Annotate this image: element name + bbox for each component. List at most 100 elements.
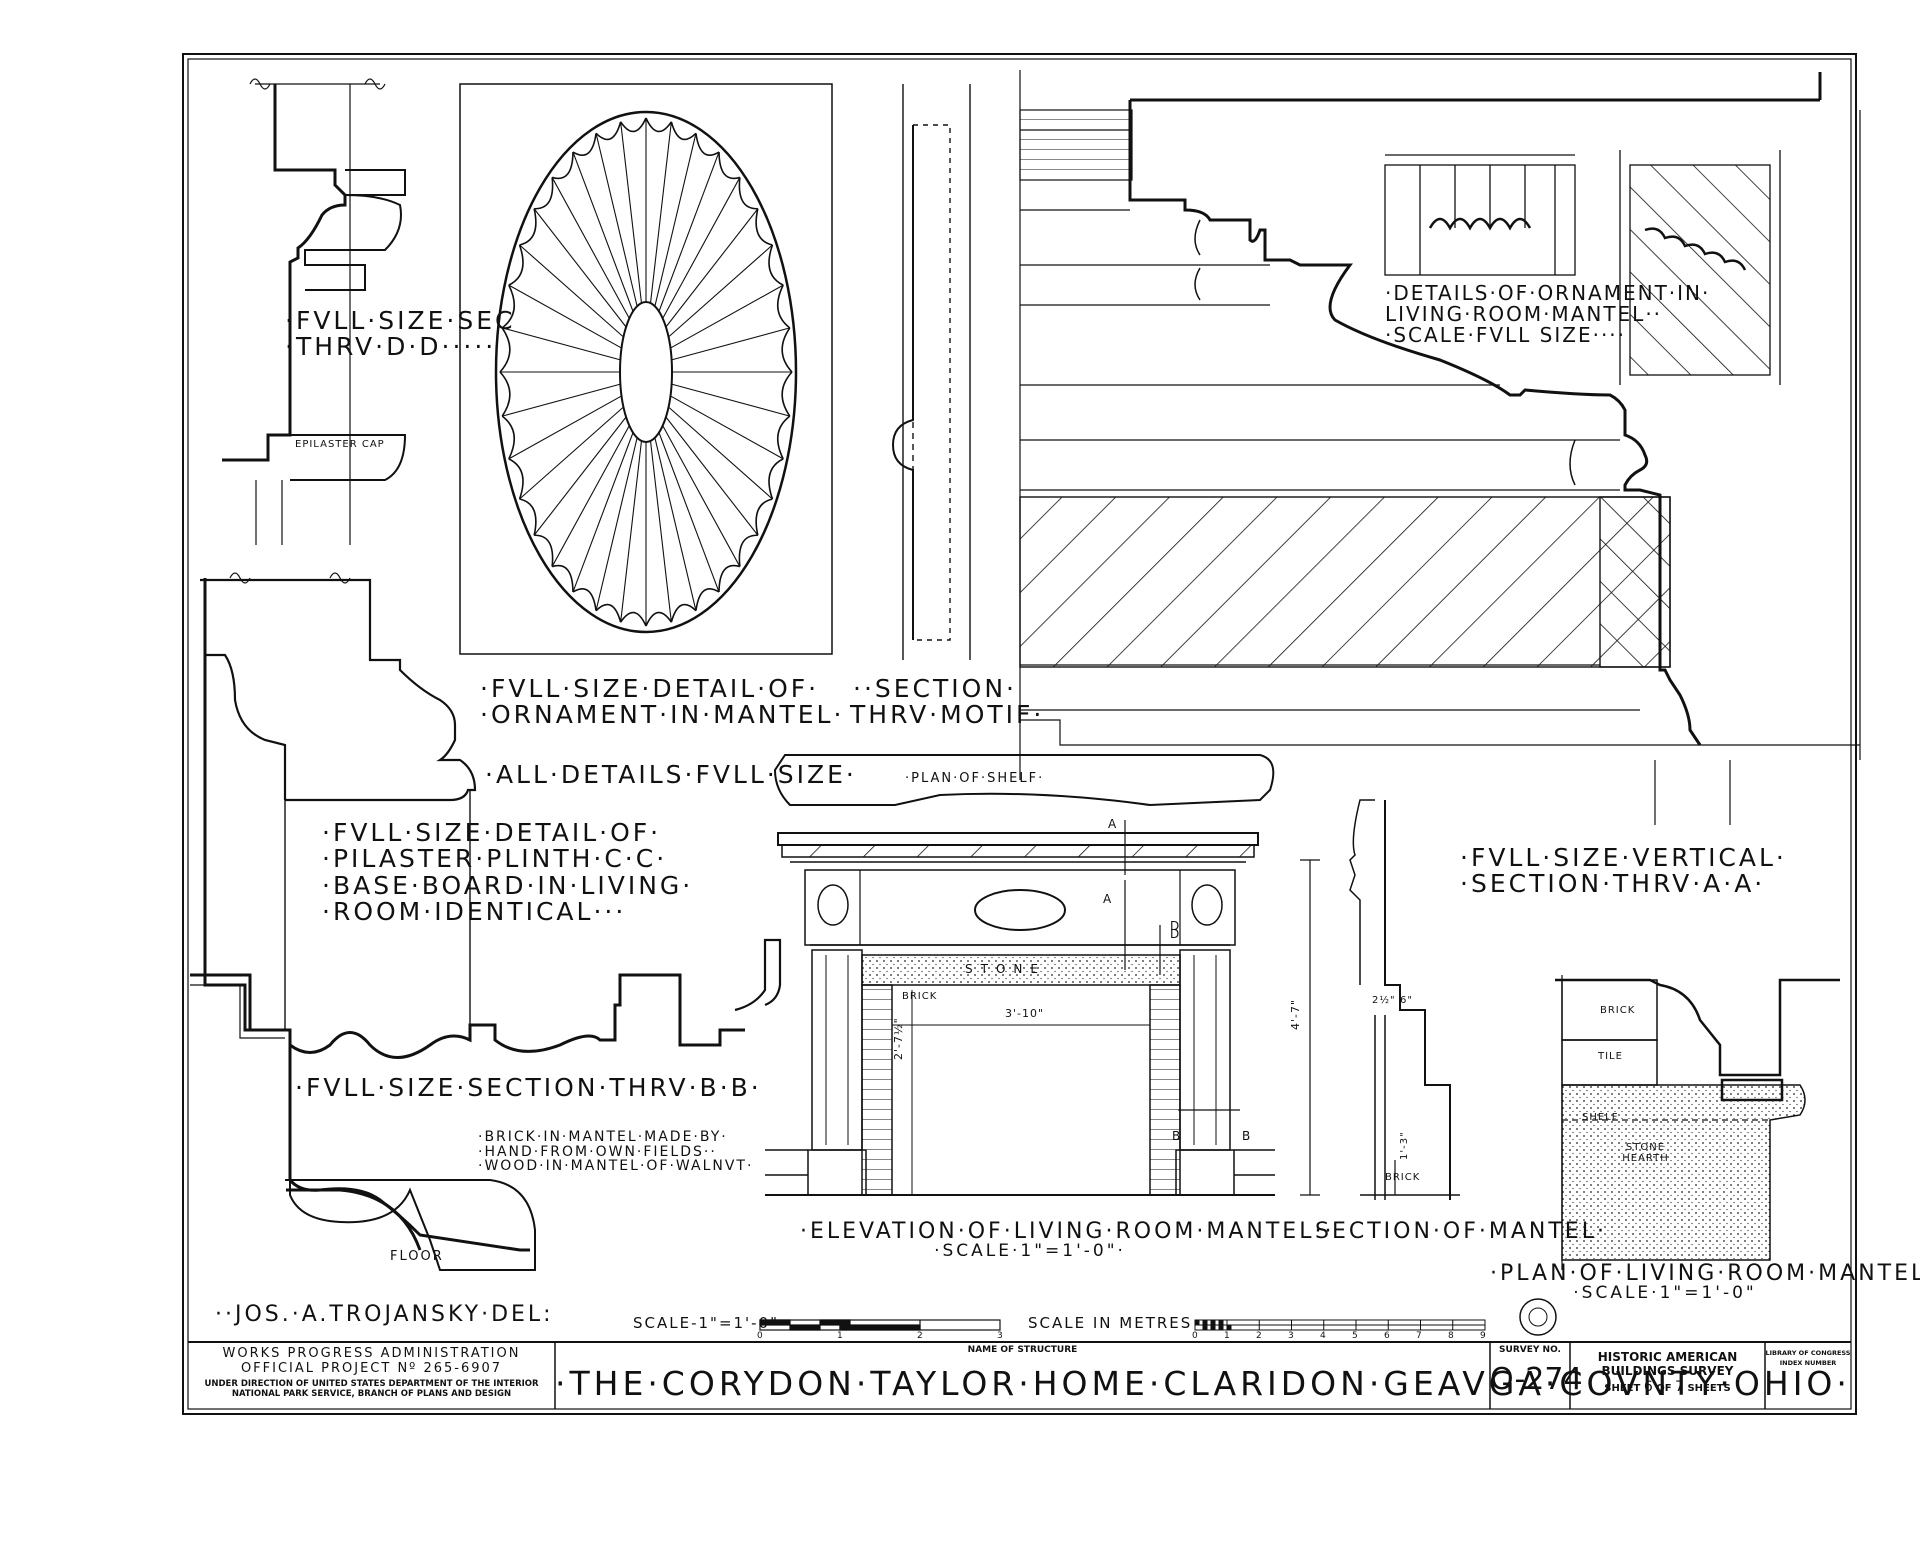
- tb-habs-line: BUILDINGS SURVEY: [1601, 1364, 1734, 1379]
- fan-ray: [595, 437, 638, 611]
- fan-ray: [519, 406, 624, 500]
- label-line: ·WOOD·IN·MANTEL·OF·WALNVT·: [478, 1158, 754, 1175]
- tb-agency-line: WORKS PROGRESS ADMINISTRATION: [222, 1346, 521, 1361]
- fan-ray: [620, 440, 643, 623]
- scale-tick-label: 0: [757, 1331, 764, 1341]
- tb-sheet-total: 7: [1675, 1378, 1684, 1395]
- tb-sheet-prefix: SHEET: [1604, 1382, 1641, 1394]
- metre-bar-fine-cell: [1218, 1319, 1224, 1326]
- label-depth-b: 6": [1400, 995, 1413, 1006]
- label-line: HEARTH: [1622, 1152, 1669, 1164]
- label-plan-shelf: SHELF: [1582, 1112, 1619, 1123]
- tb-sheet-of: OF: [1656, 1382, 1672, 1394]
- vertical-section-aa: [1019, 70, 1860, 746]
- scale-tick-label: 1: [1224, 1331, 1231, 1341]
- tb-agency-line: UNDER DIRECTION OF UNITED STATES DEPARTM…: [204, 1379, 539, 1389]
- fan-ray: [620, 121, 643, 304]
- label-ornament-detail: ·FVLL·SIZE·DETAIL·OF· ·ORNAMENT·IN·MANTE…: [480, 675, 845, 730]
- scale-tick-label: 9: [1480, 1331, 1487, 1341]
- fan-scallop: [595, 603, 622, 623]
- fan-scallop: [718, 564, 741, 592]
- fan-scallop: [499, 371, 511, 417]
- scale-tick-label: 8: [1448, 1331, 1455, 1341]
- label-mark-d: D: [1170, 919, 1181, 933]
- sheet-border-inner: [187, 58, 1852, 1410]
- fan-ray: [662, 425, 741, 567]
- fan-ray: [595, 133, 638, 307]
- fan-ray: [658, 432, 720, 593]
- tb-loc-line: LIBRARY OF CONGRESS: [1765, 1349, 1851, 1357]
- metre-bar-fine-cell: [1210, 1324, 1216, 1331]
- section-aa-base: [1019, 110, 1861, 825]
- section-dd-profile: [222, 83, 407, 545]
- tb-name-caption: NAME OF STRUCTURE: [967, 1345, 1078, 1355]
- fan-scallop: [508, 458, 524, 500]
- label-floor: FLOOR: [390, 1249, 444, 1264]
- sheet-border-outer: [182, 53, 1857, 1415]
- ornament-outer-ellipse: [494, 110, 798, 634]
- fan-ray: [508, 395, 622, 460]
- tb-agency: WORKS PROGRESS ADMINISTRATION OFFICIAL P…: [188, 1346, 555, 1399]
- fan-scallop: [755, 208, 773, 246]
- fan-scallop: [645, 117, 673, 133]
- label-scale-metres: SCALE IN METRES: [1028, 1314, 1193, 1332]
- metre-bar-fine-cell: [1210, 1319, 1216, 1326]
- tb-loc-line: INDEX NUMBER: [1779, 1359, 1837, 1368]
- label-opening-width: 3'-10": [1005, 1007, 1045, 1020]
- fan-ray: [665, 416, 759, 536]
- fan-scallop: [619, 611, 647, 627]
- fan-ray: [649, 121, 672, 304]
- label-line: ··SECTION·: [853, 674, 1017, 703]
- metre-bar-fine-cell: [1218, 1324, 1224, 1331]
- tb-sheet-suffix: SHEETS: [1687, 1382, 1731, 1394]
- tb-agency-line: OFFICIAL PROJECT Nº 265-6907: [240, 1361, 503, 1376]
- tb-loc: LIBRARY OF CONGRESS INDEX NUMBER: [1765, 1348, 1851, 1369]
- label-section-of-mantel: SECTION·OF·MANTEL·: [1315, 1219, 1607, 1244]
- label-line: ·SCALE·FVLL SIZE····: [1385, 323, 1627, 347]
- label-line: ·BASE·BOARD·IN·LIVING·: [322, 870, 694, 900]
- section-motif: [891, 84, 971, 660]
- fan-scallop: [619, 117, 647, 133]
- fan-scallop: [595, 121, 622, 141]
- ornament-details-small: [1384, 150, 1781, 385]
- fan-scallop: [501, 415, 516, 460]
- metre-bar-fine-cell: [1194, 1319, 1200, 1326]
- fan-scallop: [755, 498, 773, 536]
- label-line: ·BRICK·IN·MANTEL·MADE·BY·: [478, 1129, 728, 1145]
- fan-scallop: [776, 415, 791, 460]
- fan-ray: [654, 133, 697, 307]
- fan-scallop: [572, 133, 597, 156]
- label-line: ·FVLL·SIZE·DETAIL·OF·: [322, 818, 662, 847]
- label-line: ·SCALE·1"=1'-0": [1573, 1283, 1757, 1304]
- label-mark-b: B: [1172, 1129, 1182, 1143]
- label-line: ·PILASTER·PLINTH·C·C·: [322, 844, 668, 874]
- label-elevation-title: ·ELEVATION·OF·LIVING·ROOM·MANTEL·· ·SCAL…: [800, 1220, 1331, 1261]
- label-line: ·ORNAMENT·IN·MANTEL·: [480, 700, 845, 730]
- seal-inner: [1528, 1307, 1548, 1327]
- metre-bar-fine-cell: [1202, 1319, 1208, 1326]
- pilaster-plinth-profile: [190, 578, 782, 1271]
- title-block: [188, 1341, 1851, 1409]
- label-plan-title: ·PLAN·OF·LIVING·ROOM·MANTEL· ·SCALE·1"=1…: [1490, 1262, 1920, 1304]
- fan-scallop: [738, 177, 758, 210]
- fan-scallop: [695, 588, 720, 611]
- fan-ray: [572, 432, 634, 593]
- fan-ray: [670, 284, 784, 349]
- fan-scallop: [695, 133, 720, 156]
- scale-tick-label: 6: [1384, 1331, 1391, 1341]
- label-line: ·ROOM·IDENTICAL···: [322, 896, 627, 926]
- label-line: THRV·MOTIF·: [850, 700, 1045, 730]
- scale-tick-label: 7: [1416, 1331, 1423, 1341]
- hatched-section-block-end: [1599, 496, 1671, 668]
- label-plan-stone-hearth: STONE HEARTH: [1598, 1142, 1693, 1164]
- fan-scallop: [768, 244, 784, 286]
- ornament-fan-rays: [500, 118, 792, 626]
- fan-ray: [654, 437, 697, 611]
- break-mark-dd: [249, 78, 386, 90]
- mantel-section: [1300, 799, 1460, 1200]
- fan-ray: [572, 151, 634, 312]
- scale-tick-label: 2: [917, 1331, 924, 1341]
- metre-bar-fine-cell: [1226, 1324, 1232, 1331]
- tb-sheet-no: 6: [1643, 1378, 1653, 1395]
